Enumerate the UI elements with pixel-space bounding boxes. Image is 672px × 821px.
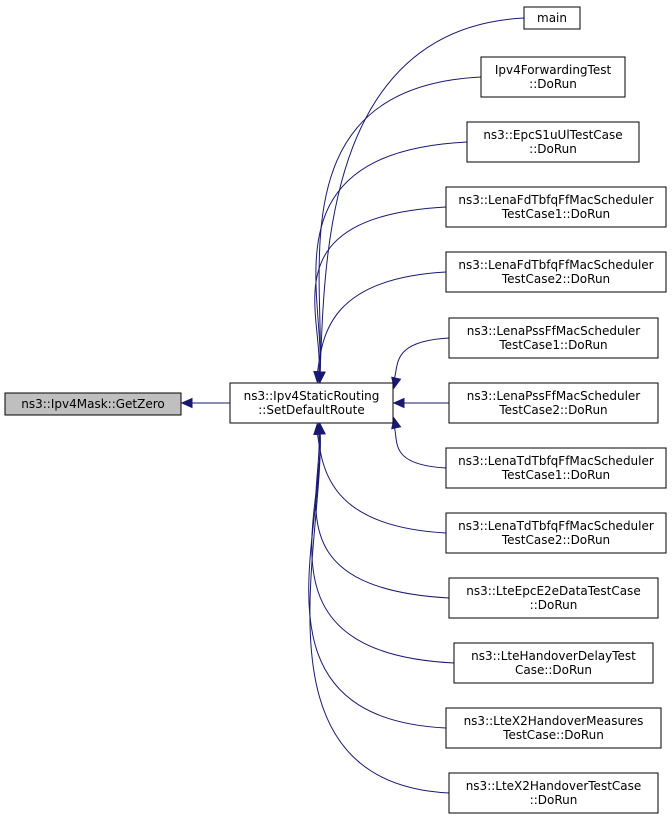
arrowhead-setdefaultroute-to-getzero xyxy=(180,397,193,409)
node-lenapss2[interactable]: ns3::LenaPssFfMacSchedulerTestCase2::DoR… xyxy=(448,382,659,424)
node-getzero[interactable]: ns3::Ipv4Mask::GetZero xyxy=(4,392,182,416)
node-lenafd1[interactable]: ns3::LenaFdTbfqFfMacSchedulerTestCase1::… xyxy=(445,186,667,228)
nodes-layer: ns3::Ipv4Mask::GetZero ns3::Ipv4StaticRou… xyxy=(4,6,667,814)
node-main[interactable]: main xyxy=(523,6,581,30)
edge-ipv4fwd-to-setdefaultroute xyxy=(318,76,482,375)
node-box-lteepce2e xyxy=(448,577,659,619)
arrowhead-ltex2ho-to-setdefaultroute xyxy=(315,422,326,435)
node-label-lenafd2-line-2: TestCase2::DoRun xyxy=(501,272,610,286)
node-label-main-line-1: main xyxy=(537,11,567,25)
node-label-lenapss2-line-2: TestCase2::DoRun xyxy=(498,403,607,417)
node-box-lenapss1 xyxy=(448,317,659,359)
node-box-lenatd1 xyxy=(445,447,667,489)
node-label-lenapss1-line-2: TestCase1::DoRun xyxy=(498,338,607,352)
node-label-lenatd1-line-1: ns3::LenaTdTbfqFfMacScheduler xyxy=(458,454,654,468)
node-label-lenafd1-line-1: ns3::LenaFdTbfqFfMacScheduler xyxy=(458,193,653,207)
node-label-ipv4fwd-line-1: Ipv4ForwardingTest xyxy=(495,63,612,77)
node-label-getzero-line-1: ns3::Ipv4Mask::GetZero xyxy=(21,397,164,411)
edge-main-to-setdefaultroute xyxy=(319,17,525,375)
node-ltex2meas[interactable]: ns3::LteX2HandoverMeasuresTestCase::DoRu… xyxy=(445,707,662,749)
edges-layer xyxy=(180,17,525,794)
node-label-lenapss2-line-1: ns3::LenaPssFfMacScheduler xyxy=(467,389,640,403)
node-ipv4fwd[interactable]: Ipv4ForwardingTest::DoRun xyxy=(480,56,626,98)
node-label-epcs1u-line-2: ::DoRun xyxy=(529,142,577,156)
node-label-ipv4fwd-line-2: ::DoRun xyxy=(529,77,577,91)
node-label-ltehodelay-line-2: Case::DoRun xyxy=(515,663,592,677)
node-box-setdefaultroute xyxy=(229,382,394,424)
node-label-ltex2ho-line-1: ns3::LteX2HandoverTestCase xyxy=(466,779,642,793)
node-label-ltehodelay-line-1: ns3::LteHandoverDelayTest xyxy=(471,649,636,663)
node-epcs1u[interactable]: ns3::EpcS1uUlTestCase::DoRun xyxy=(466,121,640,163)
node-lenafd2[interactable]: ns3::LenaFdTbfqFfMacSchedulerTestCase2::… xyxy=(445,251,667,293)
node-box-ltex2ho xyxy=(448,772,659,814)
node-label-lenatd2-line-2: TestCase2::DoRun xyxy=(501,533,610,547)
node-label-lteepce2e-line-2: ::DoRun xyxy=(530,598,578,612)
node-label-setdefaultroute-line-1: ns3::Ipv4StaticRouting xyxy=(244,389,380,403)
node-label-ltex2meas-line-2: TestCase::DoRun xyxy=(502,728,604,742)
node-label-lenafd1-line-2: TestCase1::DoRun xyxy=(501,207,610,221)
node-box-lenapss2 xyxy=(448,382,659,424)
node-label-ltex2meas-line-1: ns3::LteX2HandoverMeasures xyxy=(464,714,644,728)
node-box-ipv4fwd xyxy=(480,56,626,98)
node-label-lenapss1-line-1: ns3::LenaPssFfMacScheduler xyxy=(467,324,640,338)
node-box-main xyxy=(523,6,581,30)
node-label-lenatd1-line-2: TestCase1::DoRun xyxy=(501,468,610,482)
node-box-ltehodelay xyxy=(453,642,654,684)
edge-lenafd2-to-setdefaultroute xyxy=(316,271,447,375)
node-label-epcs1u-line-1: ns3::EpcS1uUlTestCase xyxy=(483,128,622,142)
node-label-ltex2ho-line-2: ::DoRun xyxy=(530,793,578,807)
node-box-lenafd1 xyxy=(445,186,667,228)
arrowhead-lenapss2-to-setdefaultroute xyxy=(392,397,405,409)
node-lenapss1[interactable]: ns3::LenaPssFfMacSchedulerTestCase1::DoR… xyxy=(448,317,659,359)
edge-ltex2ho-to-setdefaultroute xyxy=(309,431,450,794)
edge-lenatd2-to-setdefaultroute xyxy=(316,431,447,534)
edge-lteepce2e-to-setdefaultroute xyxy=(315,431,450,599)
arrowhead-lenafd2-to-setdefaultroute xyxy=(313,371,324,384)
node-label-setdefaultroute-line-2: ::SetDefaultRoute xyxy=(258,403,364,417)
node-label-lenafd2-line-1: ns3::LenaFdTbfqFfMacScheduler xyxy=(458,258,653,272)
node-box-ltex2meas xyxy=(445,707,662,749)
node-box-lenatd2 xyxy=(445,512,667,554)
node-box-epcs1u xyxy=(466,121,640,163)
edge-epcs1u-to-setdefaultroute xyxy=(315,141,468,375)
edge-lenapss1-to-setdefaultroute xyxy=(393,337,450,381)
node-lteepce2e[interactable]: ns3::LteEpcE2eDataTestCase::DoRun xyxy=(448,577,659,619)
edge-ltex2meas-to-setdefaultroute xyxy=(308,431,447,729)
node-box-getzero xyxy=(4,392,182,416)
node-box-lenafd2 xyxy=(445,251,667,293)
node-lenatd2[interactable]: ns3::LenaTdTbfqFfMacSchedulerTestCase2::… xyxy=(445,512,667,554)
edge-lenatd1-to-setdefaultroute xyxy=(393,425,447,469)
edge-lenafd1-to-setdefaultroute xyxy=(314,206,447,375)
node-label-lteepce2e-line-1: ns3::LteEpcE2eDataTestCase xyxy=(466,584,640,598)
node-lenatd1[interactable]: ns3::LenaTdTbfqFfMacSchedulerTestCase1::… xyxy=(445,447,667,489)
node-setdefaultroute[interactable]: ns3::Ipv4StaticRouting::SetDefaultRoute xyxy=(229,382,394,424)
node-label-lenatd2-line-1: ns3::LenaTdTbfqFfMacScheduler xyxy=(458,519,654,533)
node-ltex2ho[interactable]: ns3::LteX2HandoverTestCase::DoRun xyxy=(448,772,659,814)
